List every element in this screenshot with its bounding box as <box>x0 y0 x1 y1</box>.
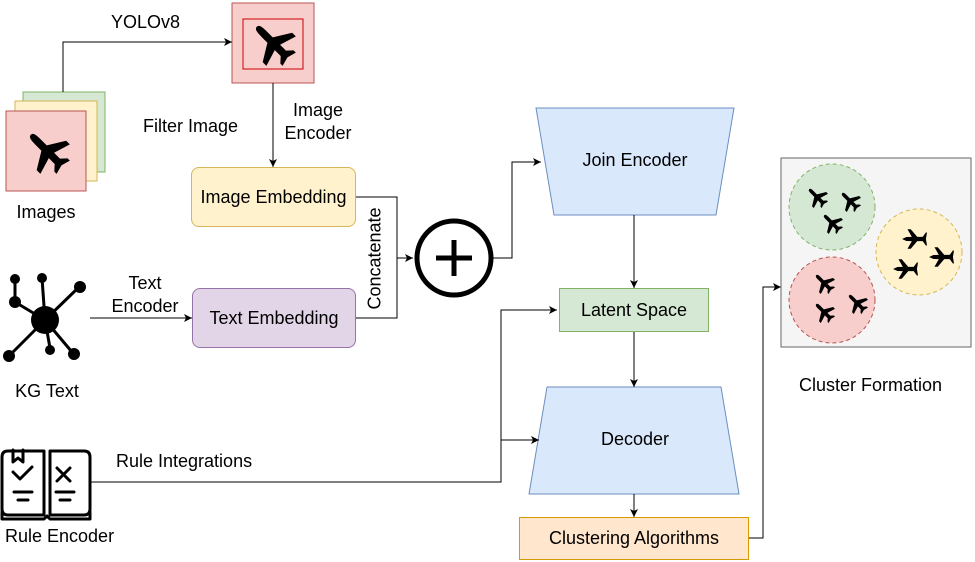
decoder-shape <box>528 386 740 495</box>
cluster-red <box>788 256 876 344</box>
rule-integrations-label: Rule Integrations <box>116 451 253 471</box>
cluster-yellow <box>875 208 963 296</box>
arrow-images-to-yolo <box>62 38 232 92</box>
clustering-algorithms-box: Clustering Algorithms <box>519 517 749 560</box>
text-embedding-box: Text Embedding <box>192 288 356 348</box>
cluster-green <box>788 163 876 251</box>
kg-text-label: KG Text <box>15 381 79 401</box>
plus-icon <box>414 218 494 298</box>
text-encoder-label-line1: Text <box>128 273 162 293</box>
line-rule-to-latent-and-decoder <box>90 306 557 483</box>
line-image-embedding-to-concat <box>356 196 398 258</box>
latent-space-box: Latent Space <box>559 288 709 332</box>
rule-book-icon <box>0 448 92 521</box>
text-encoder-label-line2: Encoder <box>111 296 179 316</box>
join-encoder-shape <box>535 107 735 216</box>
join-encoder-label: Join Encoder <box>582 149 688 170</box>
images-label: Images <box>16 202 76 222</box>
rule-encoder-label: Rule Encoder <box>5 526 115 546</box>
concatenate-label: Concatenate <box>364 207 385 310</box>
filter-image-label: Filter Image <box>143 116 239 136</box>
arrow-concat-to-join-encoder <box>491 158 541 259</box>
cluster-formation-label: Cluster Formation <box>799 375 943 395</box>
knowledge-graph-icon <box>3 273 86 362</box>
yolo-label: YOLOv8 <box>111 12 181 32</box>
detection-bounding-box <box>242 18 304 70</box>
arrow-clustering-to-cluster-formation <box>749 283 781 539</box>
image-encoder-label-line1: Image <box>292 100 344 120</box>
image-embedding-box: Image Embedding <box>191 167 356 227</box>
image-encoder-label-line2: Encoder <box>284 123 352 139</box>
decoder-label: Decoder <box>600 428 670 449</box>
line-text-embedding-to-concat <box>356 254 413 319</box>
